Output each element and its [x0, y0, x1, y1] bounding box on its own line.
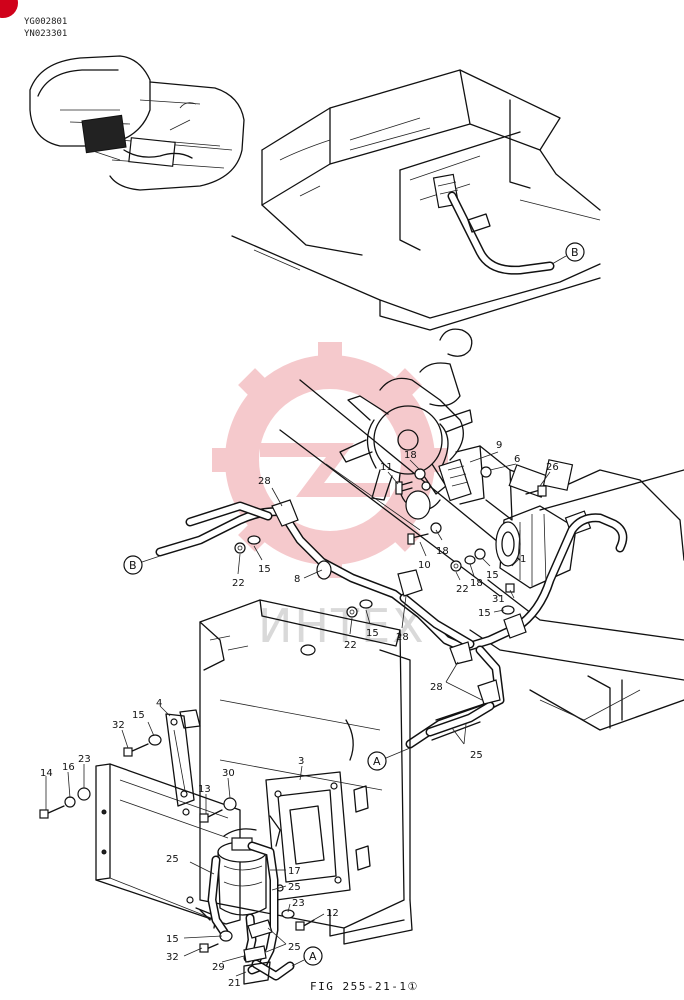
callout-15-e: 15 [132, 710, 145, 721]
callout-1: 1 [520, 554, 526, 565]
callout-22-c: 22 [344, 640, 357, 651]
callout-15-f: 15 [166, 934, 179, 945]
engine-fan-assembly [279, 328, 521, 597]
callout-3: 3 [298, 756, 304, 767]
callout-21: 21 [228, 978, 241, 989]
connector-a-bottom-circle [303, 946, 323, 966]
fasteners-upper [234, 466, 547, 618]
callout-11: 11 [380, 462, 393, 473]
radiator-assembly [199, 599, 413, 945]
callout-25-b: 25 [166, 854, 179, 865]
callout-29: 29 [212, 962, 225, 973]
hose-clamps [271, 499, 527, 705]
callout-23-b: 23 [292, 898, 305, 909]
callout-18-b: 18 [436, 546, 449, 557]
machine-overview-inset [29, 55, 245, 191]
callout-4: 4 [156, 698, 162, 709]
callout-28-a: 28 [258, 476, 271, 487]
callout-8: 8 [294, 574, 300, 585]
callout-12: 12 [326, 908, 339, 919]
callout-28-c: 28 [430, 682, 443, 693]
callout-31: 31 [492, 594, 505, 605]
callout-6: 6 [514, 454, 520, 465]
callout-32-b: 32 [166, 952, 179, 963]
callout-labels: 9 6 26 11 18 18 18 10 22 15 1 31 15 28 1… [40, 440, 559, 989]
frame-detail-top: B [231, 69, 601, 331]
callout-28-b: 28 [396, 632, 409, 643]
connector-a-right: A [373, 755, 381, 768]
leader-lines [45, 451, 551, 977]
connector-b-left: B [129, 559, 137, 572]
watermark-gear-logo [212, 342, 448, 578]
callout-15-d: 15 [366, 628, 379, 639]
callout-25-c: 25 [288, 882, 301, 893]
connector-b-left-circle [123, 555, 143, 575]
compressor-bracket [438, 445, 684, 561]
corner-marker [0, 0, 18, 18]
callout-15-a: 15 [486, 570, 499, 581]
refrigerant-hoses [155, 501, 628, 749]
callout-15-b: 15 [478, 608, 491, 619]
connector-b-top-circle [565, 242, 585, 262]
bracket-4 [165, 713, 195, 807]
callout-17: 17 [288, 866, 301, 877]
connector-b-top: B [571, 246, 579, 259]
callout-9: 9 [496, 440, 502, 451]
callout-25-d: 25 [288, 942, 301, 953]
callout-10: 10 [418, 560, 431, 571]
connector-a-right-circle [367, 751, 387, 771]
callout-22-b: 22 [232, 578, 245, 589]
callout-18-c: 18 [470, 578, 483, 589]
receiver-dryer [199, 815, 295, 985]
callout-25-a: 25 [470, 750, 483, 761]
serial-number-2: YN023301 [24, 29, 67, 39]
serial-number-1: YG002801 [24, 17, 67, 27]
callout-13: 13 [198, 784, 211, 795]
callout-14: 14 [40, 768, 53, 779]
figure-caption: FIG 255-21-1① [310, 980, 419, 993]
callout-18-a: 18 [404, 450, 417, 461]
callout-16: 16 [62, 762, 75, 773]
callout-22-a: 22 [456, 584, 469, 595]
callout-23-a: 23 [78, 754, 91, 765]
callout-26: 26 [546, 462, 559, 473]
callout-15-c: 15 [258, 564, 271, 575]
connector-a-bottom: A [309, 950, 317, 963]
callout-30: 30 [222, 768, 235, 779]
callout-32-a: 32 [112, 720, 125, 731]
